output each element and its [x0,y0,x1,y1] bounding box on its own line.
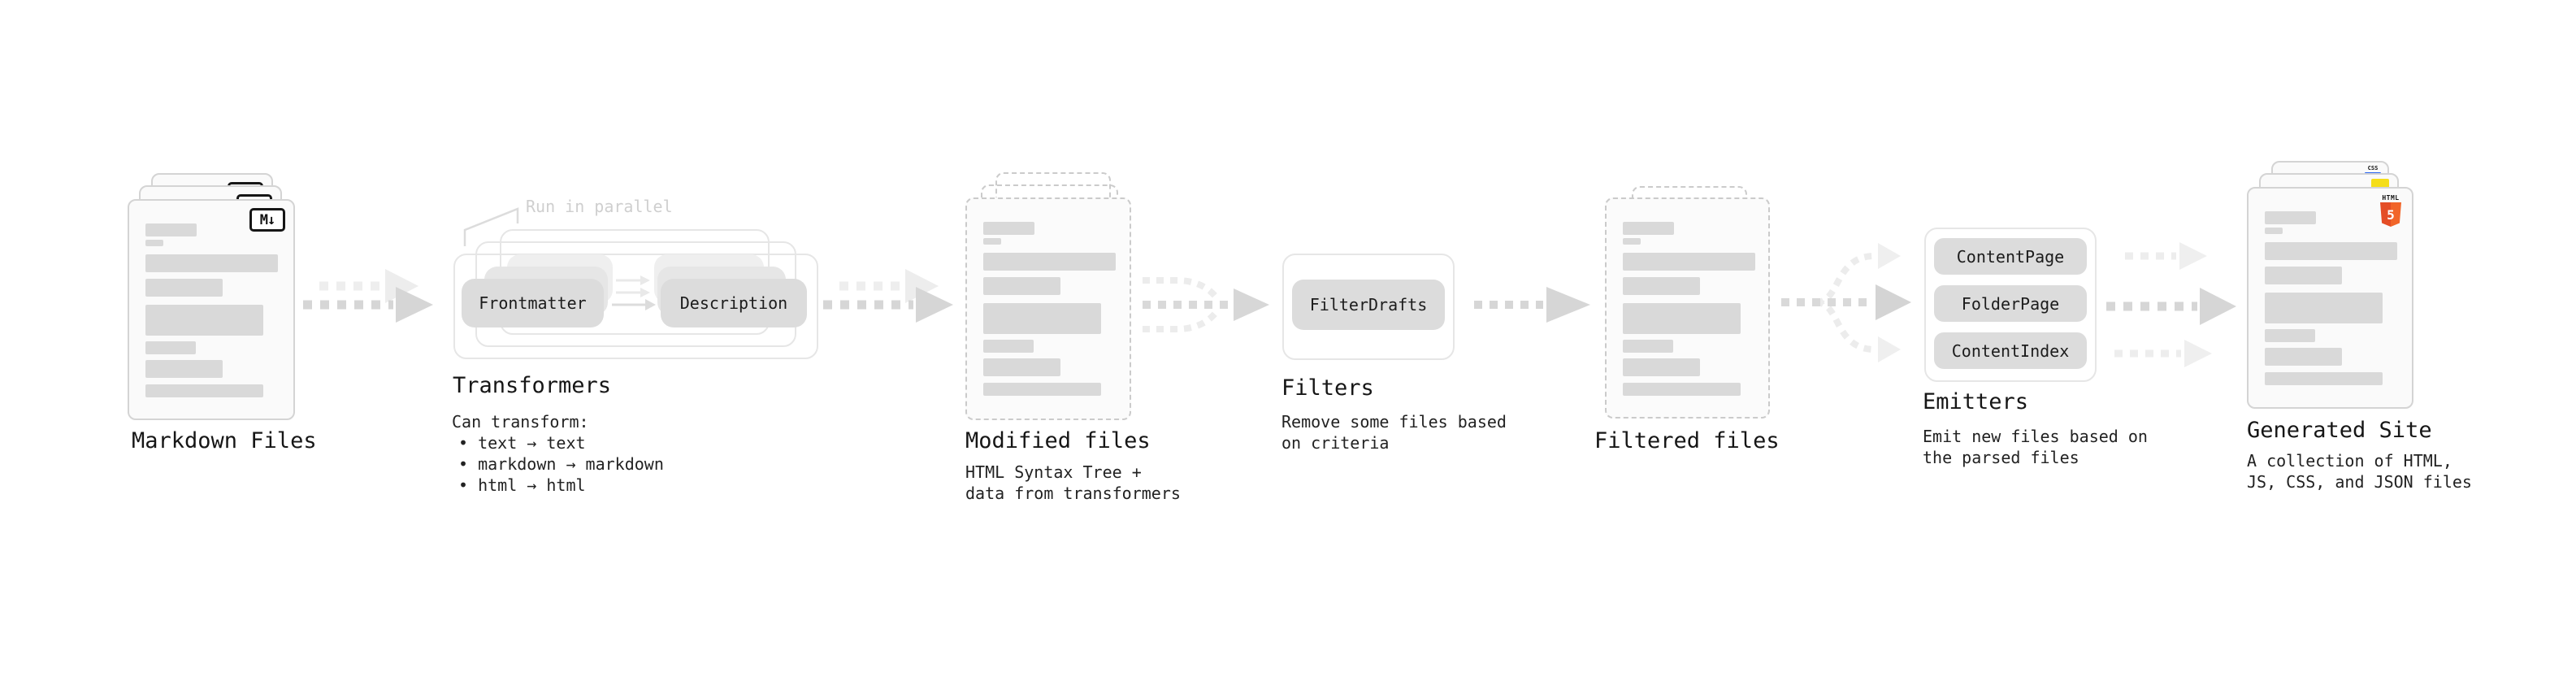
generated-site-label: Generated Site [2247,418,2432,443]
emitters-desc-line: the parsed files [1923,448,2079,467]
markdown-file-card-front: M↓ [128,199,295,420]
annotation-connector-line [463,207,519,246]
transformers-heading: Transformers [453,373,612,398]
generated-site-desc-line: JS, CSS, and JSON files [2247,472,2472,492]
modified-files-description: HTML Syntax Tree + data from transformer… [965,462,1181,504]
document-skeleton [983,222,1116,396]
skeleton-text-bar [145,223,197,236]
skeleton-text-bar [983,303,1101,334]
skeleton-text-bar [983,340,1034,353]
transformers-bullet: • html → html [458,475,586,495]
skeleton-text-bar [145,254,278,272]
skeleton-text-bar [983,277,1060,295]
emitters-description: Emit new files based on the parsed files [1923,426,2148,468]
transformers-description: Can transform: • text → text • markdown … [452,411,664,496]
skeleton-text-bar [983,222,1034,235]
skeleton-text-bar [983,238,1001,245]
skeleton-text-bar [2265,267,2342,284]
skeleton-text-bar [983,253,1116,271]
document-skeleton [2265,211,2397,385]
flow-arrow-markdown-to-transformers [303,269,433,323]
modified-files-label: Modified files [965,428,1151,453]
contentpage-pill: ContentPage [1934,238,2087,275]
filters-desc-line: on criteria [1281,433,1390,453]
flow-arrow-split-filtered-to-emitters [1781,243,1911,362]
emitters-heading: Emitters [1923,389,2029,414]
skeleton-text-bar [2265,211,2316,224]
description-pill: Description [661,279,807,327]
skeleton-text-bar [1623,238,1641,245]
skeleton-text-bar [2265,242,2397,260]
transformers-desc-title: Can transform: [452,412,589,432]
modified-files-desc-line: data from transformers [965,484,1181,503]
flow-arrow-merge-modified-to-filters [1143,277,1269,332]
flow-arrow-filters-to-filtered [1474,287,1590,323]
folderpage-pill: FolderPage [1934,285,2087,322]
html5-icon-label: HTML [2382,194,2400,202]
skeleton-text-bar [145,279,223,297]
skeleton-text-bar [2265,329,2315,342]
skeleton-text-bar [1623,340,1673,353]
pipeline-step-arrows [612,275,656,310]
skeleton-text-bar [1623,383,1741,396]
run-in-parallel-annotation: Run in parallel [526,197,673,216]
filtered-file-card-front [1605,197,1770,419]
skeleton-text-bar [1623,303,1741,334]
modified-file-card-front [965,197,1131,420]
filters-description: Remove some files based on criteria [1281,411,1507,453]
skeleton-text-bar [2265,228,2283,234]
skeleton-text-bar [1623,253,1755,271]
document-skeleton [145,223,278,397]
skeleton-text-bar [1623,358,1700,376]
markdown-files-label: Markdown Files [132,428,317,453]
skeleton-text-bar [1623,222,1674,235]
generated-site-desc-line: A collection of HTML, [2247,451,2452,471]
transformers-bullet: • text → text [458,433,586,453]
html5-icon: HTML 5 [2380,194,2401,227]
skeleton-text-bar [2265,372,2383,385]
transformers-frame-front [453,254,818,359]
modified-files-desc-line: HTML Syntax Tree + [965,462,1142,482]
document-skeleton [1623,222,1755,396]
skeleton-text-bar [983,383,1101,396]
contentindex-pill: ContentIndex [1934,332,2087,369]
skeleton-text-bar [145,305,263,336]
ghost-arrow [839,269,939,303]
skeleton-text-bar [145,341,196,354]
flow-arrow-transformers-to-modified [823,269,953,323]
frontmatter-pill: Frontmatter [462,279,604,327]
generated-site-description: A collection of HTML, JS, CSS, and JSON … [2247,450,2472,492]
flow-arrows-emitters-to-generated [2106,242,2236,367]
filters-desc-line: Remove some files based [1281,412,1507,432]
filterdrafts-pill: FilterDrafts [1292,280,1445,330]
skeleton-text-bar [145,360,223,378]
html5-icon-shield: 5 [2380,202,2401,227]
skeleton-text-bar [2265,293,2383,323]
filters-heading: Filters [1281,375,1374,401]
generated-file-card-front: HTML 5 [2247,187,2413,409]
skeleton-text-bar [145,240,163,246]
skeleton-text-bar [2265,348,2342,366]
dashed-arrow [303,287,433,323]
ghost-arrow [319,269,418,303]
markdown-icon: M↓ [249,208,285,232]
css-icon-label: CSS [2367,165,2379,171]
skeleton-text-bar [145,384,263,397]
emitters-desc-line: Emit new files based on [1923,427,2148,446]
transformers-bullet: • markdown → markdown [458,454,664,474]
skeleton-text-bar [1623,277,1700,295]
dashed-arrow [823,287,953,323]
filtered-files-label: Filtered files [1594,428,1780,453]
skeleton-text-bar [983,358,1060,376]
html5-icon-number: 5 [2387,206,2395,223]
